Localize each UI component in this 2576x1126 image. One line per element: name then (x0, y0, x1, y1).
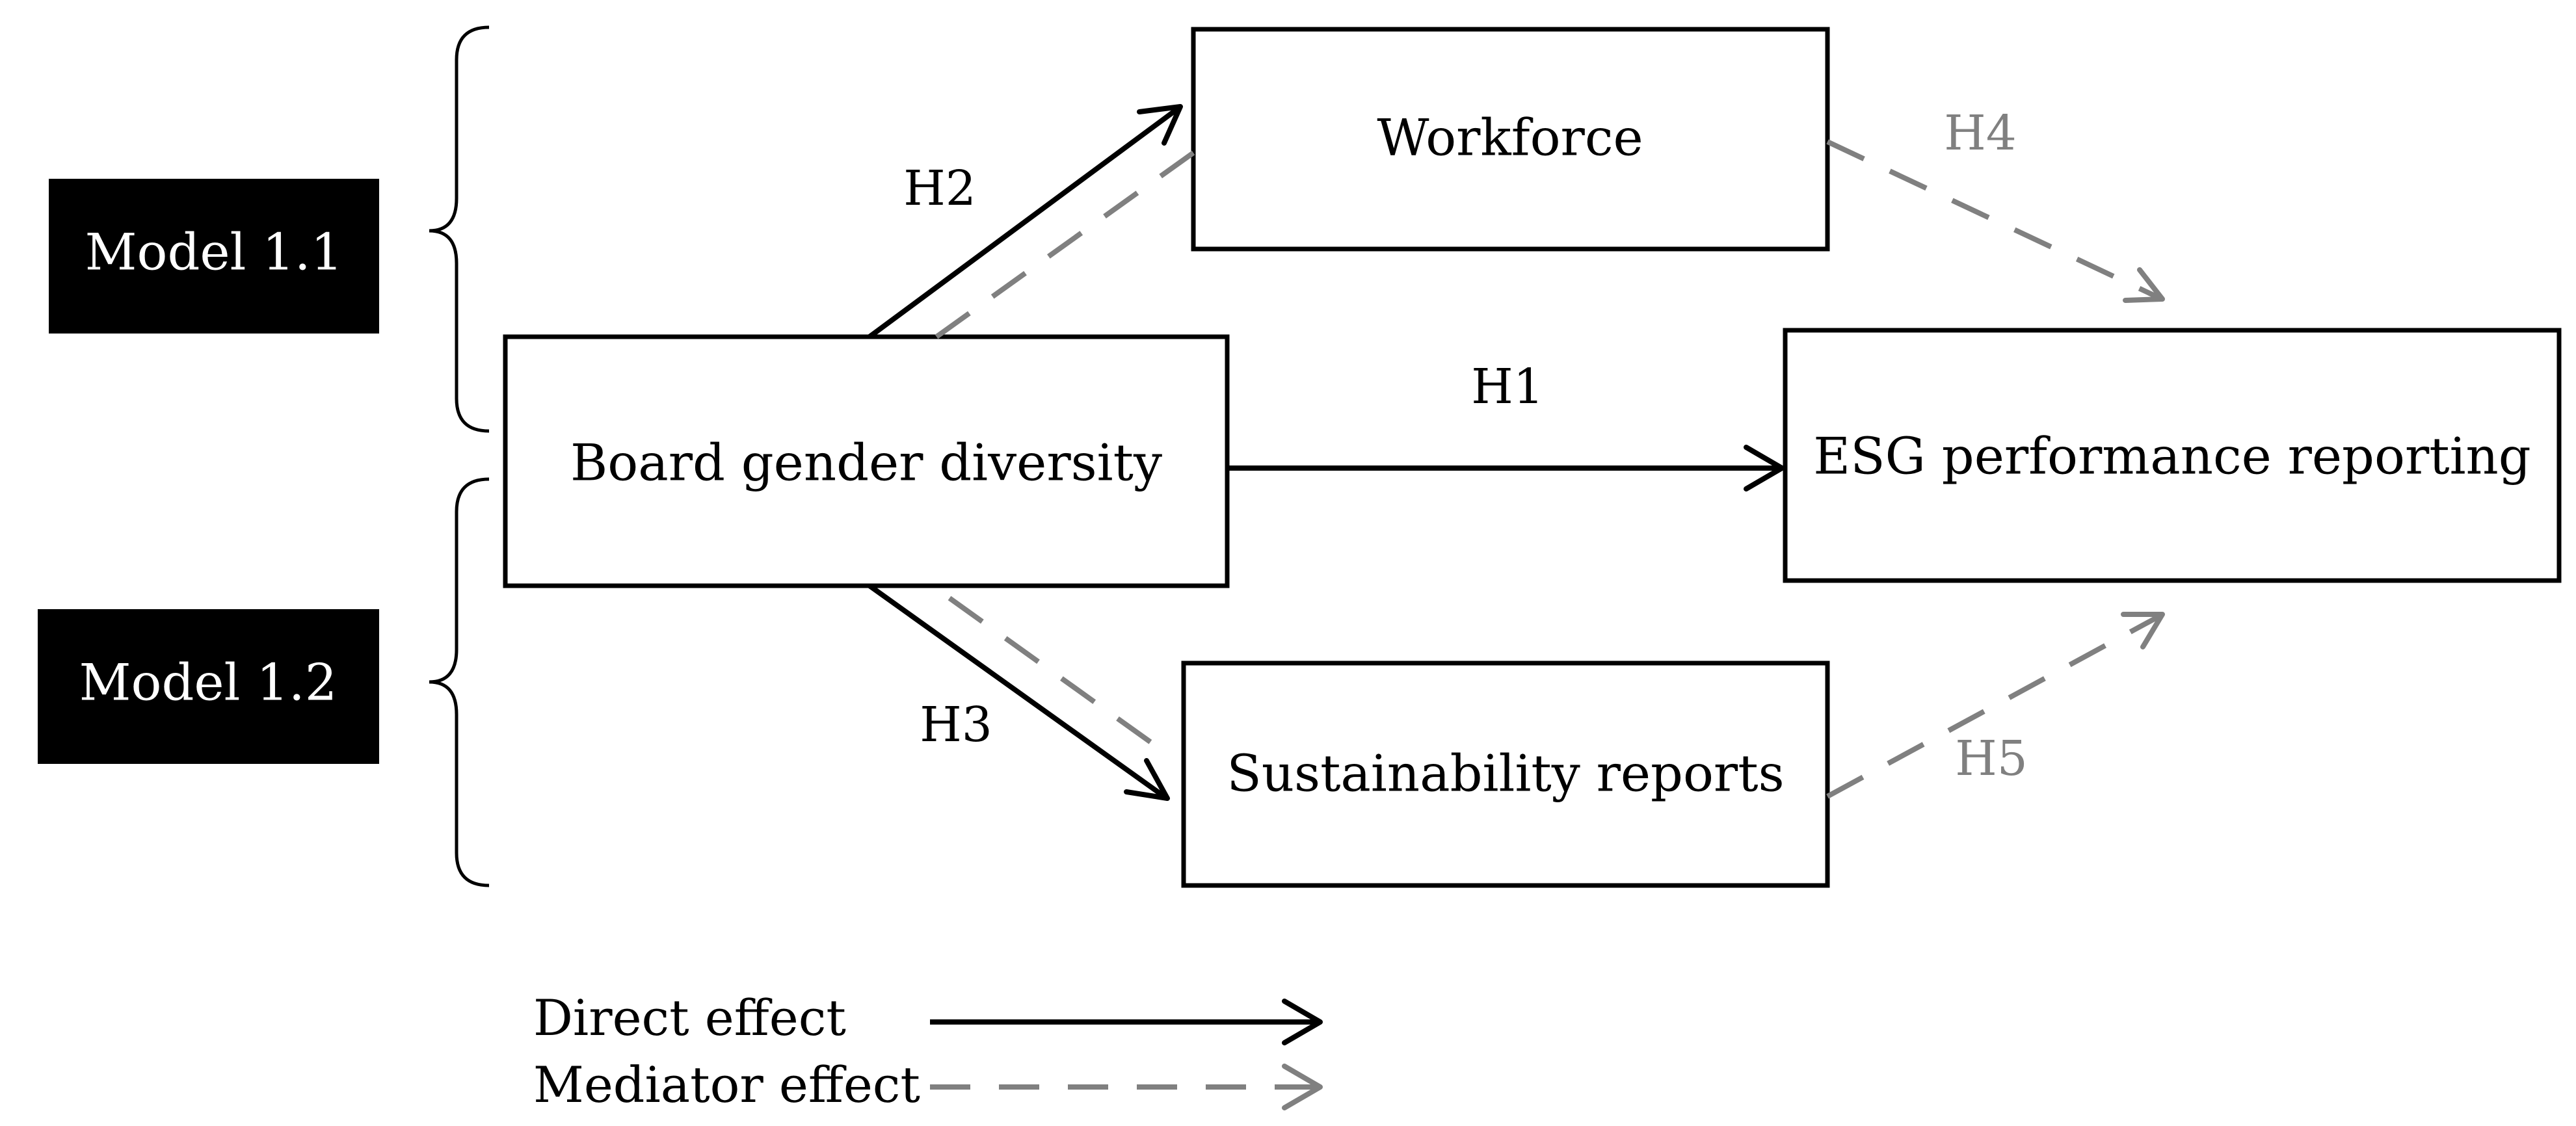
arrow-h5-mediator (1826, 612, 2165, 799)
model-1-2-text: Model 1.2 (79, 654, 338, 713)
legend-direct-effect-label: Direct effect (533, 989, 846, 1047)
model-1-2-brace (429, 477, 490, 887)
model-1-1-text: Model 1.1 (85, 224, 343, 282)
board-gender-diversity-text: Board gender diversity (570, 434, 1162, 493)
sustainability-reports-text: Sustainability reports (1227, 745, 1784, 804)
legend: Direct effect Mediator effect (533, 989, 1323, 1114)
arrow-bgd-workforce-mediator (935, 150, 1195, 339)
model-1-1-label: Model 1.1 (49, 179, 379, 334)
arrow-h1-direct (1227, 445, 1785, 491)
arrow-h2-direct (868, 104, 1183, 339)
legend-mediator-effect-arrowhead (1282, 1064, 1323, 1110)
legend-direct-effect-arrowhead (1282, 999, 1323, 1045)
arrow-bgd-sustainability-mediator (948, 596, 1169, 757)
arrow-h4-mediator (1826, 139, 2165, 303)
model-1-1-brace (429, 25, 490, 433)
workforce-box (1191, 27, 1830, 252)
node-esg-performance-reporting: ESG performance reporting (1783, 328, 2562, 583)
hypothesis-h4-label: H4 (1944, 105, 2017, 161)
hypothesis-h3-label: H3 (920, 697, 992, 753)
hypothesis-h2-label: H2 (903, 161, 976, 216)
model-1-2-box (38, 609, 379, 764)
hypothesis-h5-label: H5 (1955, 731, 2028, 787)
board-gender-diversity-box (503, 334, 1230, 588)
node-workforce: Workforce (1191, 27, 1830, 252)
model-1-1-box (49, 179, 379, 334)
workforce-text: Workforce (1377, 109, 1643, 168)
esg-performance-reporting-text: ESG performance reporting (1813, 428, 2530, 486)
model-1-2-label: Model 1.2 (38, 609, 379, 764)
hypothesis-h1-label: H1 (1471, 359, 1544, 415)
node-sustainability-reports: Sustainability reports (1181, 661, 1830, 888)
node-board-gender-diversity: Board gender diversity (503, 334, 1230, 588)
arrow-h3-direct (868, 583, 1170, 801)
legend-mediator-effect-label: Mediator effect (533, 1056, 920, 1114)
esg-performance-reporting-box (1783, 328, 2562, 583)
sustainability-reports-box (1181, 661, 1830, 888)
